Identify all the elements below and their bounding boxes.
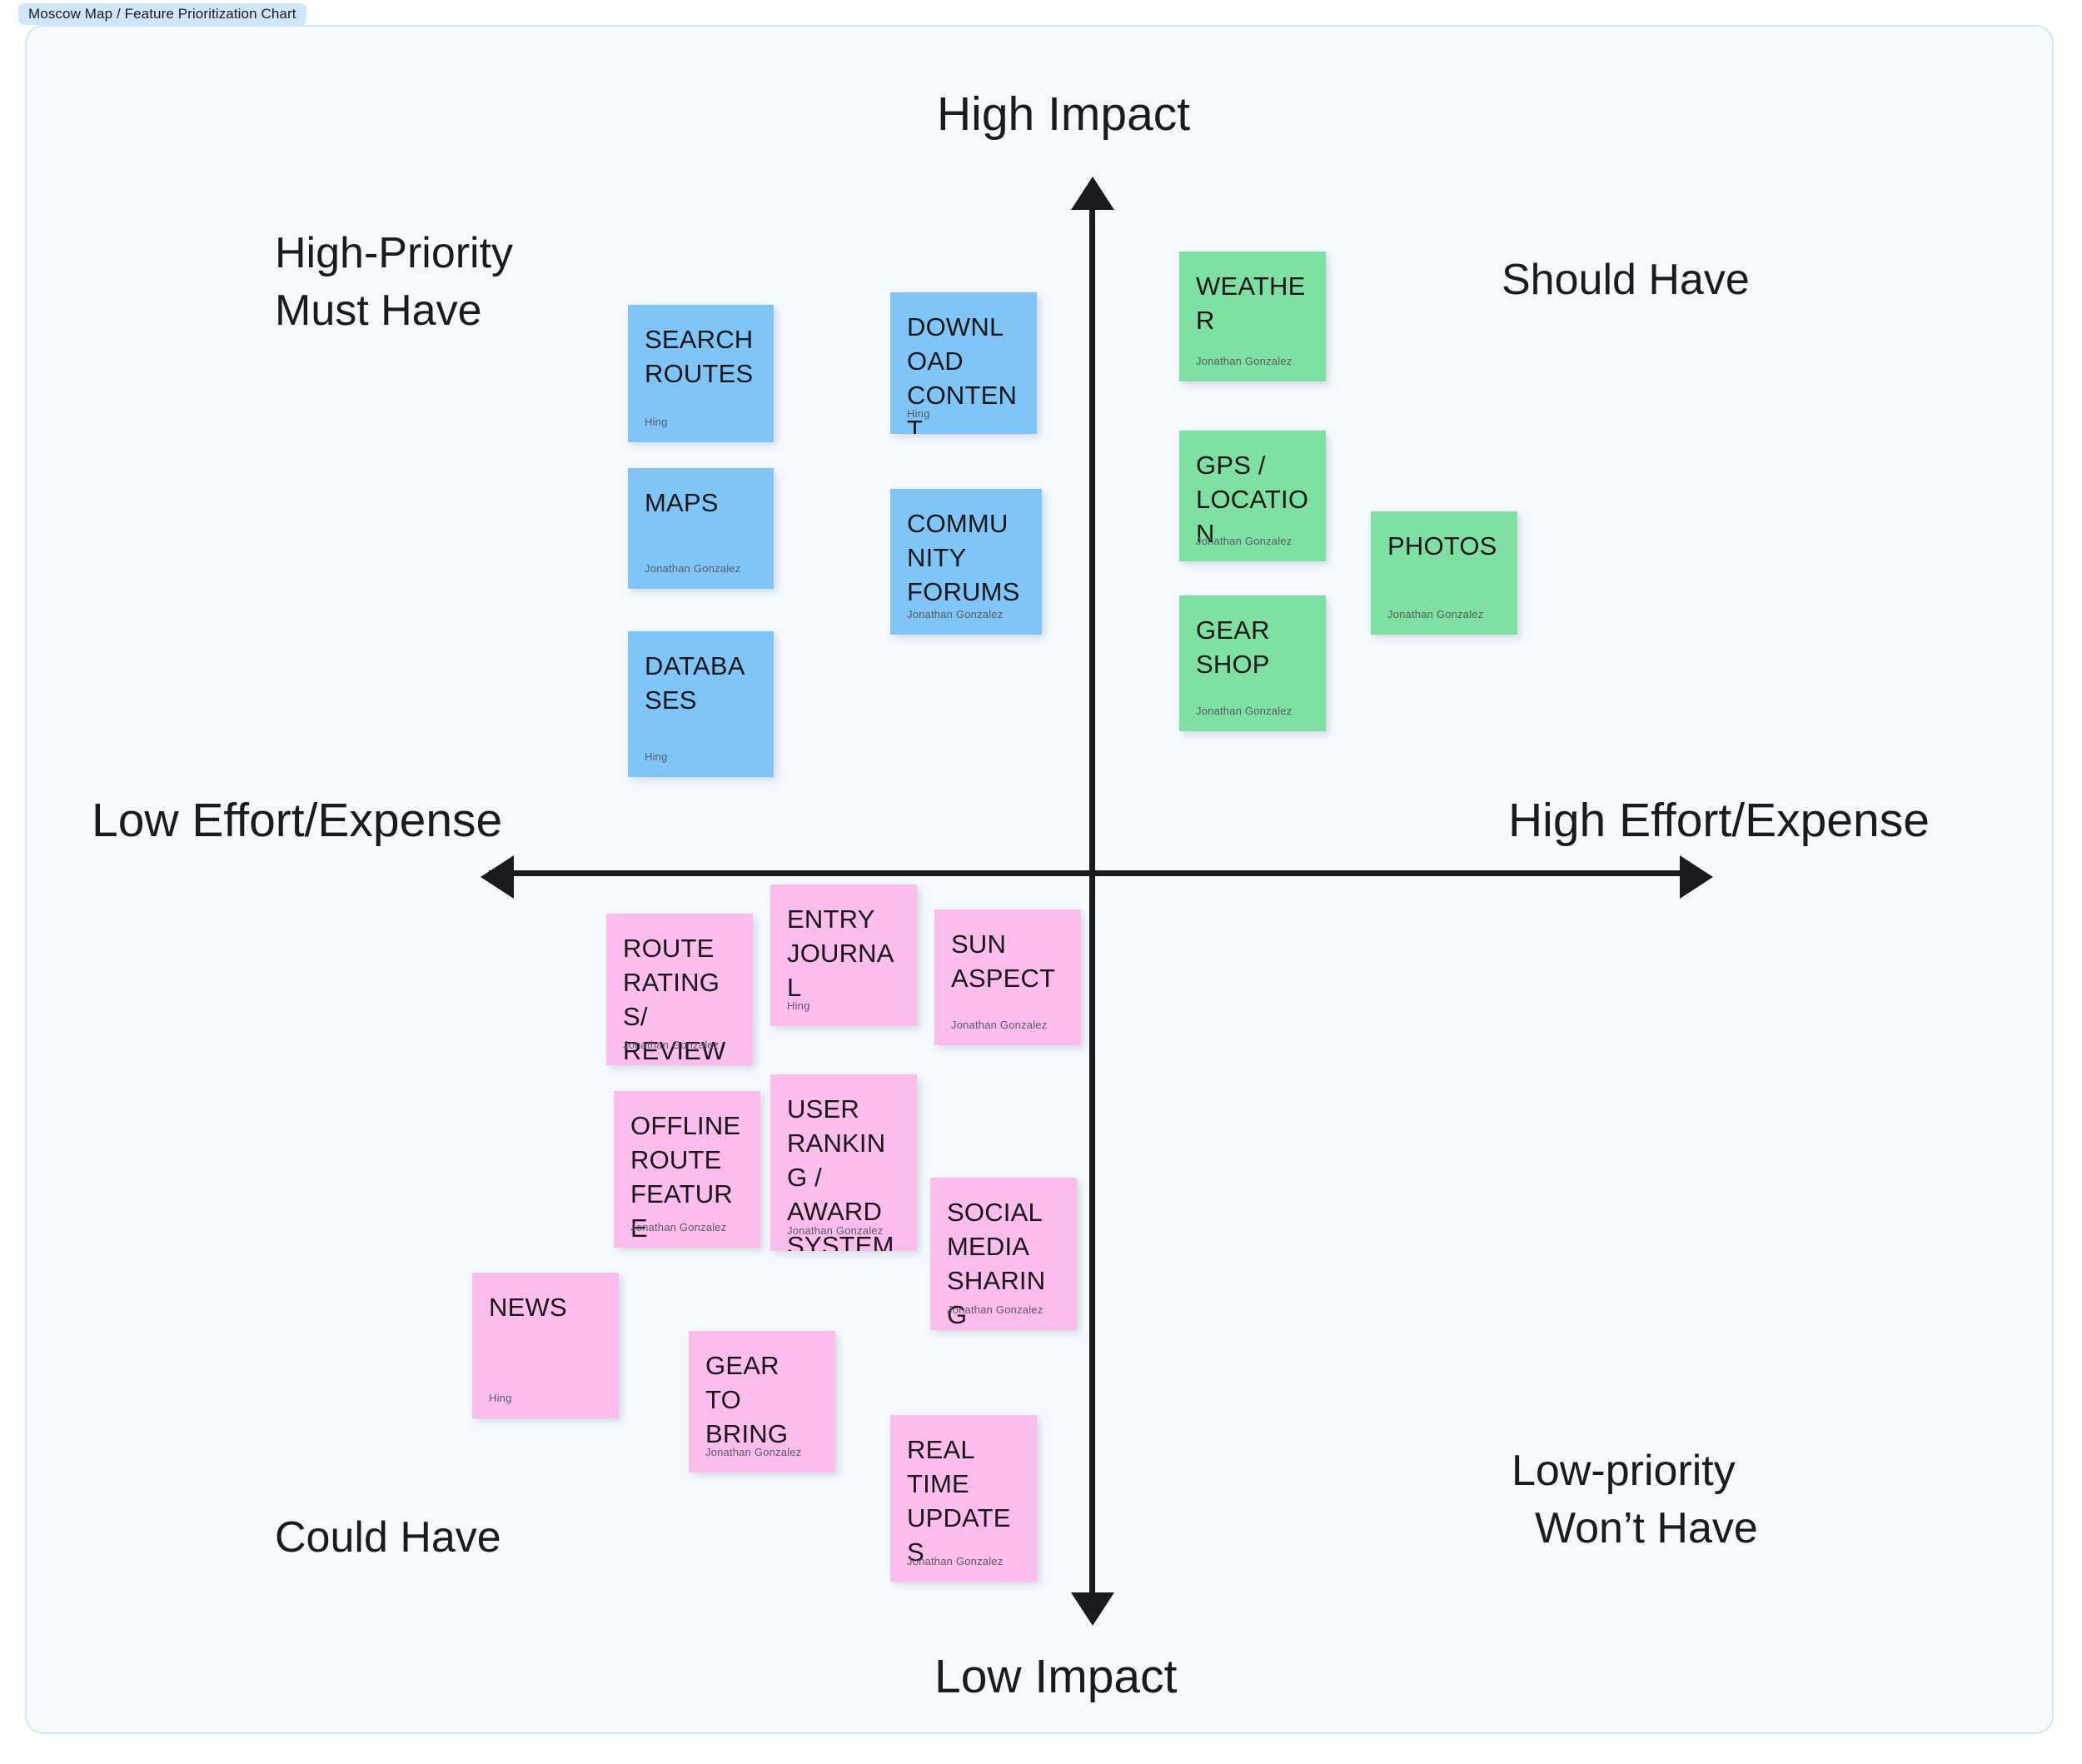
sticky-note-search-routes[interactable]: SEARCH ROUTES Hing [628, 305, 774, 442]
sticky-note-title: OFFLINE ROUTE FEATURE [630, 1111, 741, 1243]
sticky-note-author: Hing [907, 407, 930, 420]
sticky-note-author: Jonathan Gonzalez [705, 1446, 802, 1458]
quadrant-should-have-line1: Should Have [1502, 256, 1750, 304]
quadrant-wont-have-line2: Won’t Have [1535, 1504, 1758, 1553]
sticky-note-author: Jonathan Gonzalez [630, 1221, 727, 1233]
sticky-note-author: Hing [489, 1392, 512, 1404]
sticky-note-author: Jonathan Gonzalez [1196, 355, 1293, 367]
sticky-note-author: Jonathan Gonzalez [907, 608, 1004, 620]
sticky-note-title: SEARCH ROUTES [645, 325, 754, 388]
sticky-note-author: Jonathan Gonzalez [951, 1019, 1048, 1031]
sticky-note-title: WEATHER [1196, 272, 1306, 335]
quadrant-label-wont-have: Low-priority Won’t Have [1512, 1443, 1758, 1557]
sticky-note-weather[interactable]: WEATHER Jonathan Gonzalez [1179, 252, 1326, 381]
sticky-note-maps[interactable]: MAPS Jonathan Gonzalez [628, 468, 774, 589]
quadrant-could-have-line1: Could Have [275, 1513, 501, 1562]
arrow-right-icon [1680, 855, 1713, 899]
sticky-note-photos[interactable]: PHOTOS Jonathan Gonzalez [1371, 511, 1517, 635]
axis-label-low-impact: Low Impact [934, 1650, 1178, 1703]
sticky-note-author: Hing [645, 416, 668, 428]
breadcrumb-label: Moscow Map / Feature Prioritization Char… [28, 6, 296, 22]
sticky-note-author: Jonathan Gonzalez [1196, 705, 1293, 717]
sticky-note-author: Hing [645, 750, 668, 763]
sticky-note-author: Jonathan Gonzalez [787, 1224, 884, 1237]
sticky-note-author: Jonathan Gonzalez [947, 1303, 1043, 1316]
sticky-note-author: Jonathan Gonzalez [1196, 535, 1293, 547]
sticky-note-community-forums[interactable]: COMMUNITY FORUMS Jonathan Gonzalez [890, 489, 1042, 635]
sticky-note-databases[interactable]: DATABASES Hing [628, 631, 774, 777]
horizontal-axis-line [489, 870, 1696, 876]
whiteboard-canvas[interactable]: High Impact Low Impact Low Effort/Expens… [25, 25, 2054, 1734]
sticky-note-title: GEAR SHOP [1196, 615, 1270, 679]
sticky-note-author: Jonathan Gonzalez [623, 1039, 720, 1051]
sticky-note-gear-shop[interactable]: GEAR SHOP Jonathan Gonzalez [1179, 595, 1326, 731]
sticky-note-title: REAL TIME UPDATES [907, 1435, 1011, 1567]
sticky-note-title: PHOTOS [1387, 531, 1497, 561]
sticky-note-sun-aspect[interactable]: SUN ASPECT Jonathan Gonzalez [934, 909, 1081, 1045]
axis-label-high-effort: High Effort/Expense [1508, 794, 1930, 847]
sticky-note-title: ROUTE RATINGS/ REVIEWS [623, 934, 726, 1065]
sticky-note-author: Jonathan Gonzalez [1387, 608, 1484, 620]
quadrant-label-must-have: High-Priority Must Have [275, 225, 513, 340]
quadrant-label-should-have: Should Have [1502, 252, 1750, 309]
axis-label-high-impact: High Impact [937, 87, 1191, 141]
quadrant-must-have-line1: High-Priority [275, 229, 514, 277]
sticky-note-title: GEAR TO BRING [705, 1351, 789, 1448]
quadrant-label-could-have: Could Have [275, 1509, 501, 1567]
sticky-note-author: Jonathan Gonzalez [645, 562, 741, 575]
sticky-note-title: GPS / LOCATION [1196, 451, 1309, 548]
sticky-note-title: MAPS [645, 488, 719, 517]
sticky-note-title: SUN ASPECT [951, 929, 1056, 993]
sticky-note-title: SOCIAL MEDIA SHARING [947, 1198, 1046, 1329]
sticky-note-title: USER RANKING / AWARD SYSTEM [787, 1094, 894, 1251]
axis-label-low-effort: Low Effort/Expense [92, 794, 503, 847]
arrow-down-icon [1071, 1592, 1114, 1626]
sticky-note-title: DATABASES [645, 651, 745, 715]
sticky-note-route-ratings[interactable]: ROUTE RATINGS/ REVIEWSJonathan Gonzalez [606, 914, 753, 1065]
sticky-note-author: Hing [787, 999, 810, 1012]
arrow-left-icon [481, 855, 514, 899]
vertical-axis-line [1089, 185, 1095, 1616]
sticky-note-news[interactable]: NEWS Hing [472, 1273, 619, 1418]
arrow-up-icon [1071, 177, 1114, 210]
sticky-note-title: ENTRY JOURNAL [787, 904, 894, 1002]
sticky-note-title: DOWNLOAD CONTENT [907, 312, 1018, 434]
sticky-note-title: COMMUNITY FORUMS [907, 509, 1020, 606]
quadrant-must-have-line2: Must Have [275, 287, 482, 336]
sticky-note-author: Jonathan Gonzalez [907, 1555, 1004, 1567]
breadcrumb[interactable]: Moscow Map / Feature Prioritization Char… [18, 3, 306, 25]
quadrant-wont-have-line1: Low-priority [1512, 1447, 1736, 1495]
sticky-note-title: NEWS [489, 1293, 567, 1322]
